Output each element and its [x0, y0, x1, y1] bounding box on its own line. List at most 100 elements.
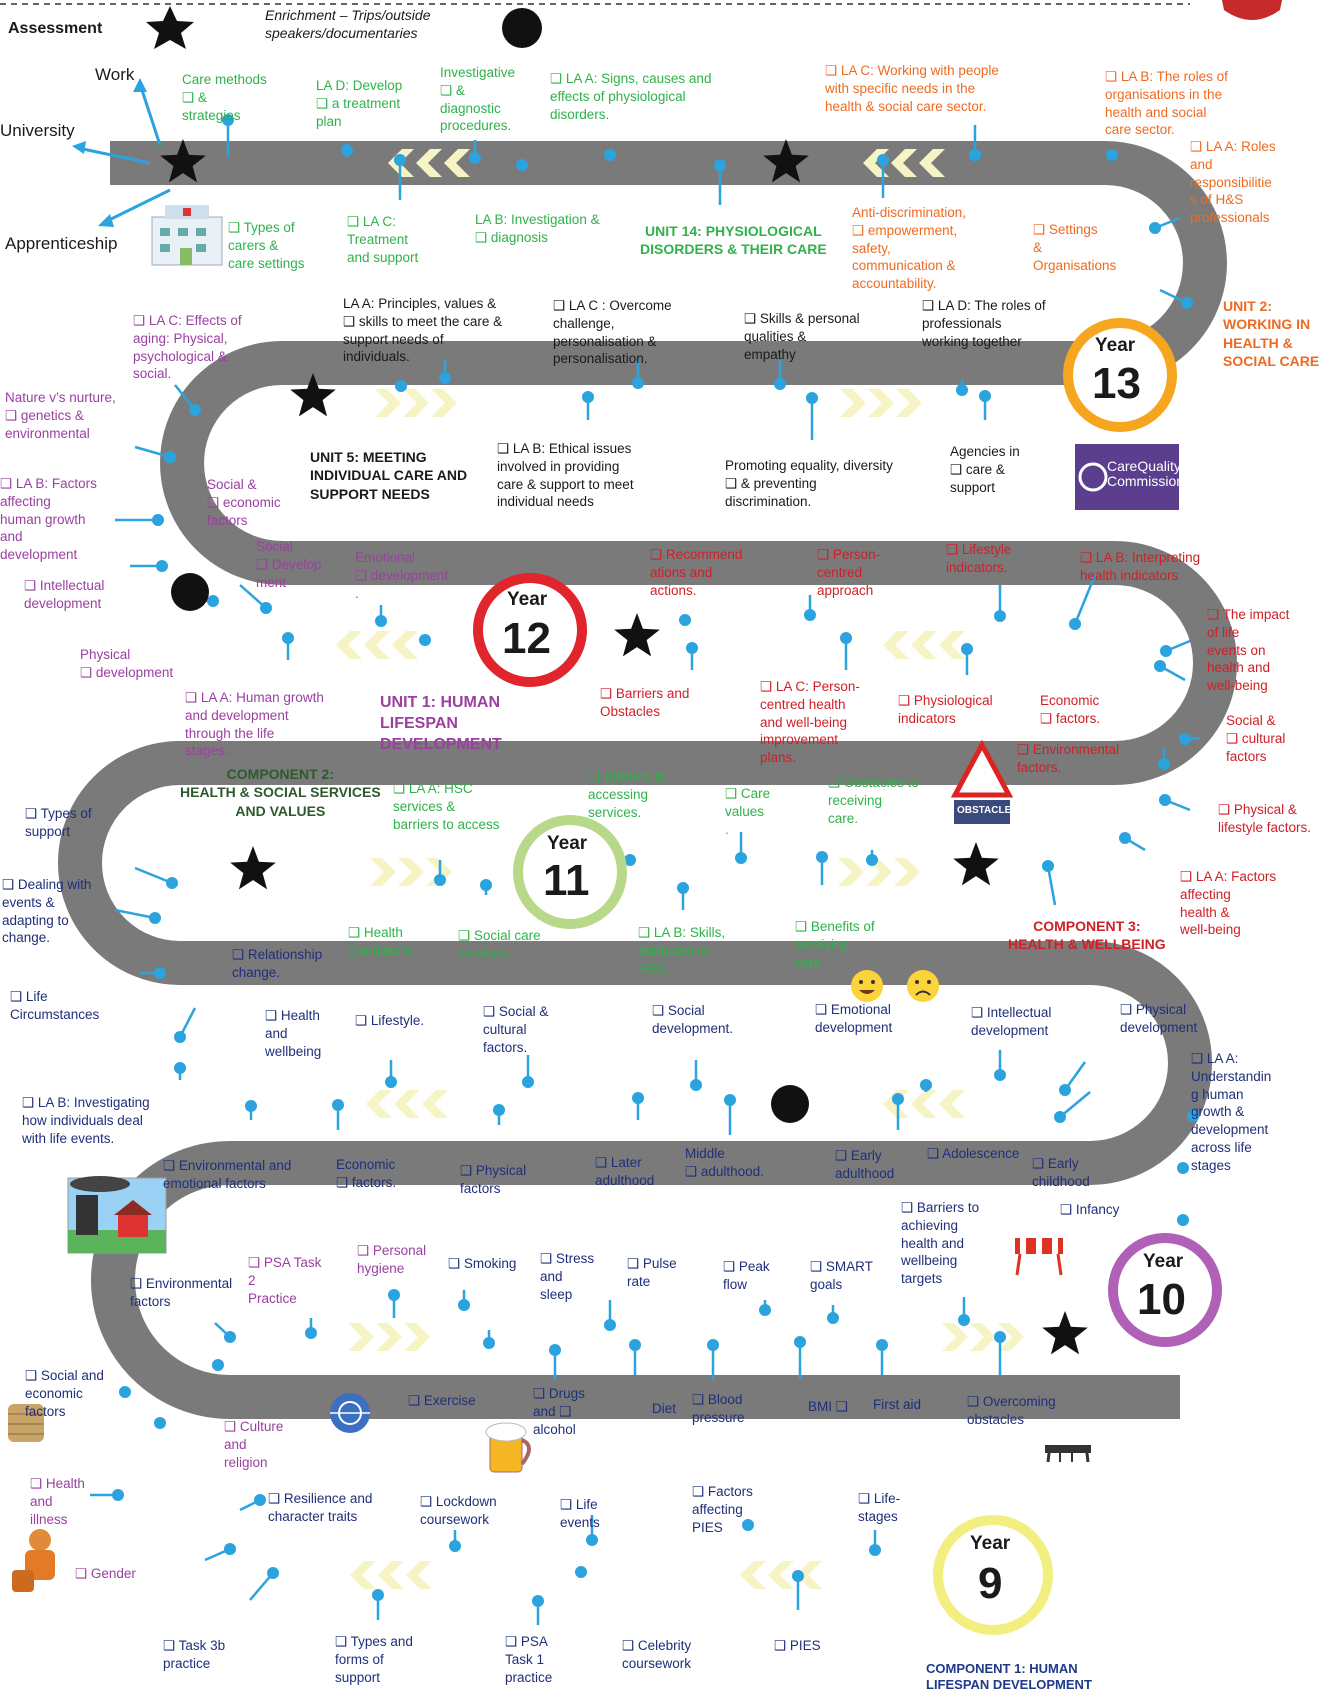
pin-dot	[1106, 149, 1118, 161]
road-chevron	[939, 631, 965, 659]
pin-dot	[385, 1076, 397, 1088]
topic-middle-adulthood: Middle ❑ adulthood.	[685, 1146, 764, 1179]
pin-dot	[458, 1299, 470, 1311]
road-chevron	[894, 858, 920, 886]
topic-health-conditions: ❑ Health Conditions	[348, 925, 412, 958]
pin-dot	[1177, 1162, 1189, 1174]
arrow-head-university	[72, 141, 86, 154]
pin-dot	[624, 854, 636, 866]
topic-peak-flow: ❑ Peak flow	[723, 1259, 770, 1292]
topic-physical-development-y10: ❑ Physical development	[1120, 1002, 1198, 1035]
topic-emotional-development-y10: ❑ Emotional development	[815, 1002, 893, 1035]
pin-dot	[707, 1339, 719, 1351]
pin-dot	[1159, 794, 1171, 806]
assessment-star	[1042, 1311, 1088, 1355]
assessment-star	[230, 846, 276, 890]
pin-dot	[582, 391, 594, 403]
beer-image	[485, 1422, 531, 1473]
pin-dot	[1069, 618, 1081, 630]
pin-dot	[332, 1099, 344, 1111]
topic-early-childhood: ❑ Early childhood	[1032, 1156, 1090, 1189]
topic-investigative: Investigative ❑ & diagnostic procedures.	[440, 65, 516, 134]
pin-dot	[449, 1540, 461, 1552]
injured-worker-image	[12, 1529, 55, 1592]
road-chevron	[838, 858, 864, 886]
road-chevron	[378, 1561, 404, 1589]
topic-la-b-ethical: ❑ LA B: Ethical issues involved in provi…	[497, 441, 634, 510]
road-chevron	[364, 631, 390, 659]
topic-celebrity: ❑ Celebrity coursework	[622, 1638, 692, 1671]
pin-dot	[112, 1489, 124, 1501]
road-chevron	[431, 389, 457, 417]
road-chevron	[394, 1090, 420, 1118]
road-chevron	[891, 149, 917, 177]
topic-lifestyle-indicators: ❑ Lifestyle indicators.	[946, 542, 1012, 575]
road-chevron	[911, 1090, 937, 1118]
pin-dot	[877, 154, 889, 166]
pin-dot	[245, 1100, 257, 1112]
topic-social-development-y12: Social ❑ Develop ment	[256, 539, 322, 590]
topic-promoting-equality: Promoting equality, diversity ❑ & preven…	[725, 458, 893, 509]
year-10-badge	[1108, 1233, 1222, 1347]
pin-dot	[969, 149, 981, 161]
topic-benefits-receiving: ❑ Benefits of receiving care	[795, 919, 875, 970]
year-9-badge	[933, 1515, 1053, 1635]
pin-dot	[604, 1319, 616, 1331]
topic-la-a-principles: LA A: Principles, values & ❑ skills to m…	[343, 296, 503, 365]
component-3-heading: COMPONENT 3: HEALTH & WELLBEING	[1008, 918, 1166, 953]
topic-barriers-obstacles: ❑ Barriers and Obstacles	[600, 686, 690, 719]
pin-dot	[174, 1062, 186, 1074]
assessment-stars	[160, 139, 1088, 1355]
road-chevron	[350, 1561, 376, 1589]
road-chevron	[866, 858, 892, 886]
topic-social-economic-y9: ❑ Social and economic factors	[25, 1368, 104, 1419]
year-13-label: Year	[1095, 333, 1135, 358]
topic-care-methods: Care methods ❑ & strategies	[182, 72, 267, 123]
pin-dot	[156, 560, 168, 572]
topic-la-a-signs: ❑ LA A: Signs, causes and effects of phy…	[550, 71, 712, 122]
topic-smoking: ❑ Smoking	[448, 1256, 517, 1271]
topic-health-illness: ❑ Health and illness	[30, 1476, 85, 1527]
road-chevron	[392, 631, 418, 659]
pin-dot	[806, 392, 818, 404]
topic-life-stages: ❑ Life- stages	[858, 1491, 901, 1524]
road-chevron	[398, 858, 424, 886]
road-chevron	[444, 149, 470, 177]
pin-dot	[439, 372, 451, 384]
topic-settings-orgs: ❑ Settings & Organisations	[1033, 222, 1117, 273]
year-11-badge	[513, 815, 627, 929]
assessment-legend-label: Assessment	[8, 20, 103, 37]
pin-dot	[774, 378, 786, 390]
pin-dot	[892, 1093, 904, 1105]
pin-dot	[994, 1331, 1006, 1343]
topic-la-b-roles-orgs: ❑ LA B: The roles of organisations in th…	[1105, 69, 1228, 138]
arrow-head-apprenticeship	[98, 214, 114, 227]
topic-psa-task1: ❑ PSA Task 1 practice	[505, 1634, 553, 1685]
assessment-star	[160, 139, 206, 183]
road-chevron	[376, 1323, 402, 1351]
topic-resilience: ❑ Resilience and character traits	[268, 1491, 373, 1524]
pin-dot	[222, 114, 234, 126]
assessment-star	[614, 613, 660, 657]
pin-dot	[212, 1359, 224, 1371]
road-path	[58, 141, 1237, 1419]
assessment-star-legend	[146, 6, 194, 49]
pin-dot	[388, 1289, 400, 1301]
pin-dot	[267, 1567, 279, 1579]
road-chevron	[919, 149, 945, 177]
pin-dot	[629, 1339, 641, 1351]
pin-dot	[575, 1566, 587, 1578]
pin-dot	[876, 1339, 888, 1351]
topic-impact-life-events: ❑ The impact of life events on health an…	[1207, 607, 1290, 694]
assessment-star	[953, 842, 999, 886]
pin-dot	[224, 1331, 236, 1343]
pin-dot	[686, 642, 698, 654]
assessment-star	[763, 139, 809, 183]
pin-dot	[794, 1336, 806, 1348]
topic-social-development-y10: ❑ Social development.	[652, 1003, 734, 1036]
road-chevron	[740, 1561, 766, 1589]
school-badge	[1222, 0, 1282, 20]
topic-social-economic-factors-y12: Social & ❑ economic factors	[207, 477, 281, 528]
topic-drugs-alcohol: ❑ Drugs and ❑ alcohol	[533, 1386, 585, 1437]
pin-dot	[119, 1386, 131, 1398]
